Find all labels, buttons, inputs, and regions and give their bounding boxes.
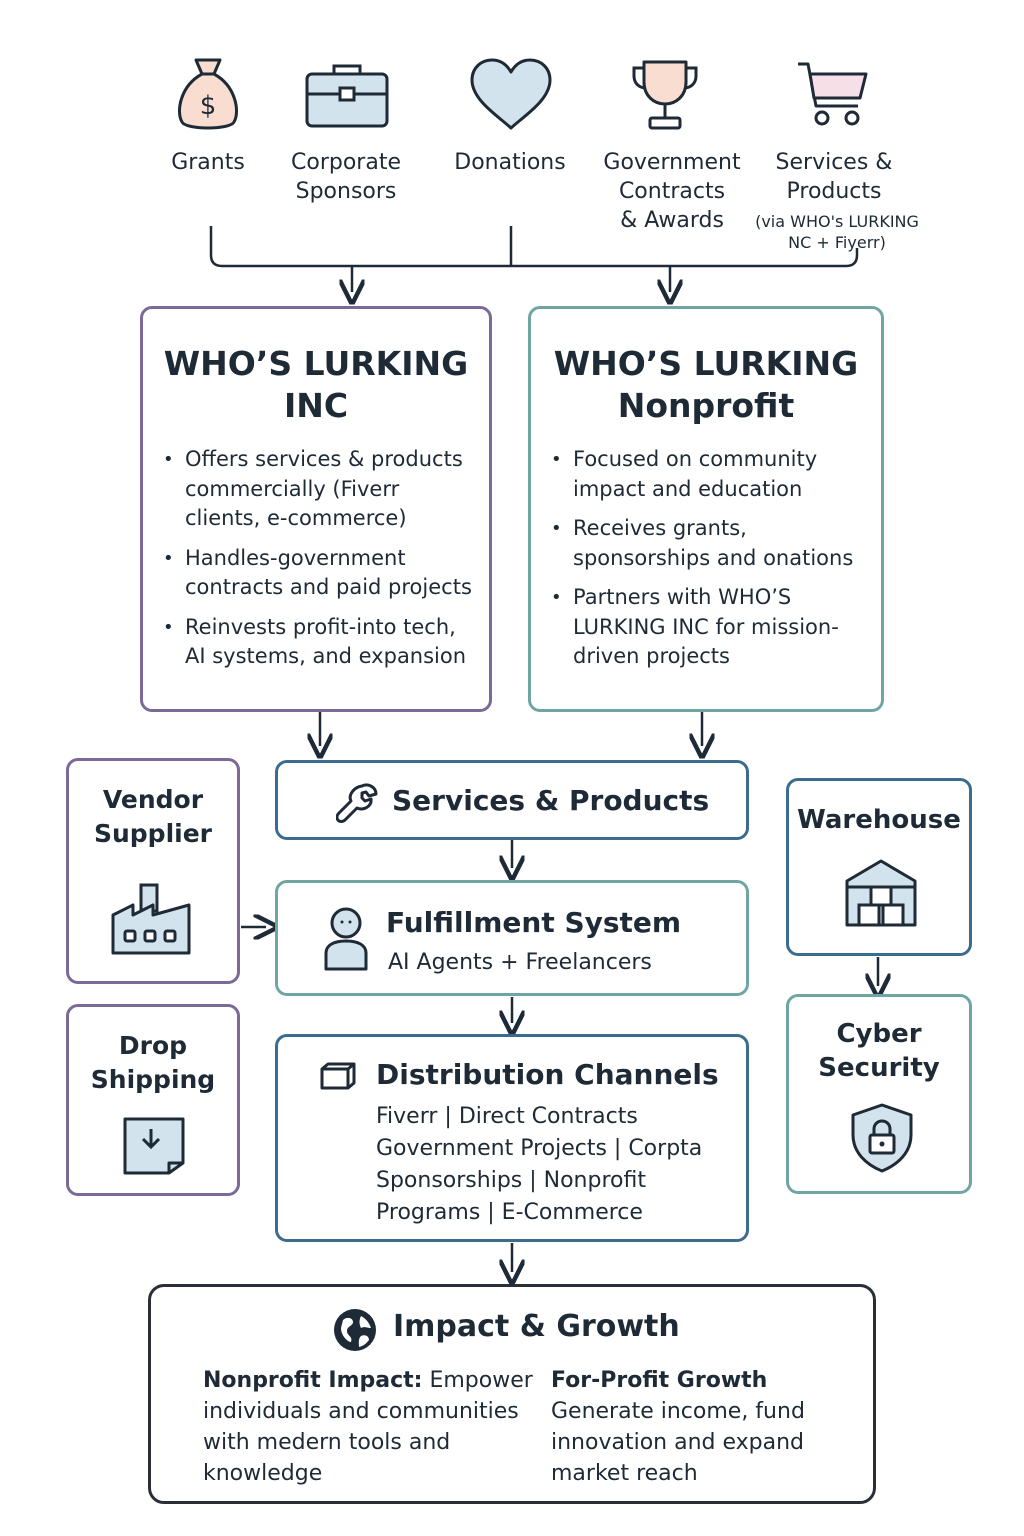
source-label-corporate: Corporate Sponsors: [291, 150, 401, 204]
factory-icon: [111, 883, 191, 955]
source-label-services: Services & Products: [775, 150, 893, 204]
shield-lock-icon: [851, 1103, 913, 1173]
source-label-government: Government Contracts & Awards: [603, 150, 741, 233]
bullet-item: Partners with WHO’S LURKING INC for miss…: [551, 583, 873, 672]
services-products-box: Services & Products: [275, 760, 749, 840]
bullet-item: Handles-government contracts and paid pr…: [163, 544, 481, 603]
source-label-grants: Grants: [171, 150, 245, 175]
distribution-line: Programs | E-Commerce: [376, 1200, 643, 1225]
package-icon: [123, 1117, 185, 1175]
services-products-title: Services & Products: [392, 784, 710, 817]
money-bag-icon: $: [178, 58, 238, 130]
briefcase-icon: [305, 64, 389, 128]
nonprofit-impact-body: Empower individuals and communities with…: [203, 1368, 533, 1486]
bullet-item: Receives grants, sponsorships and onatio…: [551, 514, 873, 573]
shopping-cart-icon: [798, 62, 868, 126]
cyber-security-title: Cyber Security: [818, 1019, 940, 1083]
box-icon: [320, 1062, 356, 1090]
drop-shipping-box: Drop Shipping: [66, 1004, 240, 1196]
fulfillment-system-title: Fulfillment System: [386, 906, 682, 939]
org-bullets-inc: Offers services & products commercially …: [163, 445, 481, 682]
trophy-icon: [632, 60, 698, 130]
fulfillment-system-box: Fulfillment System AI Agents + Freelance…: [275, 880, 749, 996]
svg-text:$: $: [200, 91, 217, 121]
source-label-donations: Donations: [454, 150, 566, 175]
distribution-line: Government Projects | Corpta: [376, 1136, 703, 1161]
for-profit-growth-text: Generate income, fund innovation and exp…: [551, 1399, 805, 1486]
vendor-supplier-title: Vendor Supplier: [93, 785, 213, 848]
distribution-line: Fiverr | Direct Contracts: [376, 1104, 638, 1129]
globe-icon: [334, 1309, 376, 1351]
distribution-channels-box: Distribution Channels Fiverr | Direct Co…: [275, 1034, 749, 1242]
warehouse-box: Warehouse: [786, 778, 972, 956]
org-title-nonprofit: WHO’S LURKING Nonprofit: [553, 344, 859, 425]
cyber-security-box: Cyber Security: [786, 994, 972, 1194]
bullet-item: Reinvests profit-into tech, AI systems, …: [163, 613, 481, 672]
heart-icon: [470, 58, 552, 130]
for-profit-growth-heading: For-Profit Growth: [551, 1368, 768, 1393]
impact-growth-title: Impact & Growth: [393, 1309, 680, 1344]
nonprofit-impact-text: Nonprofit Impact: Empower individuals an…: [203, 1365, 533, 1489]
vendor-supplier-box: Vendor Supplier: [66, 758, 240, 984]
bullet-item: Focused on community impact and educatio…: [551, 445, 873, 504]
org-bullets-nonprofit: Focused on community impact and educatio…: [551, 445, 873, 682]
org-title-inc: WHO’S LURKING INC: [163, 344, 469, 425]
nonprofit-impact-heading: Nonprofit Impact:: [203, 1368, 423, 1393]
impact-growth-box: Impact & Growth Nonprofit Impact: Empowe…: [148, 1284, 876, 1504]
warehouse-title: Warehouse: [797, 805, 961, 835]
source-note-services: (via WHO's LURKING NC + Fiyerr): [755, 212, 919, 252]
distribution-channels-title: Distribution Channels: [376, 1058, 719, 1091]
bullet-item: Offers services & products commercially …: [163, 445, 481, 534]
fulfillment-system-subtitle: AI Agents + Freelancers: [388, 950, 652, 975]
distribution-line: Sponsorships | Nonprofit: [376, 1168, 646, 1193]
org-box-nonprofit: WHO’S LURKING Nonprofit Focused on commu…: [528, 306, 884, 712]
drop-shipping-title: Drop Shipping: [90, 1031, 216, 1094]
person-icon: [324, 907, 368, 971]
org-box-inc: WHO’S LURKING INC Offers services & prod…: [140, 306, 492, 712]
warehouse-icon: [845, 859, 917, 927]
wrench-icon: [336, 783, 378, 823]
